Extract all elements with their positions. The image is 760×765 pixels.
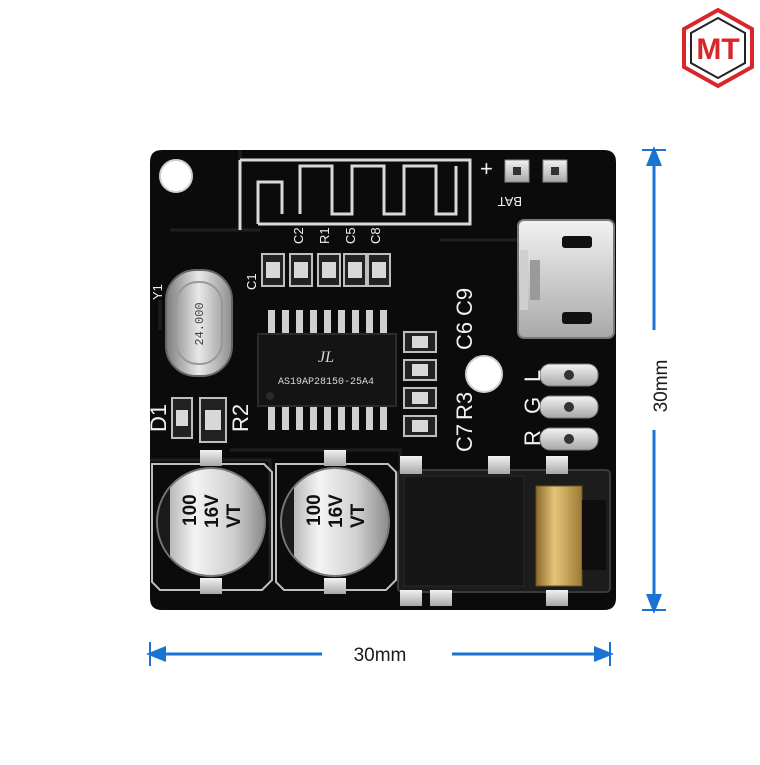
mounting-hole-top-left (159, 159, 193, 193)
electrolytic-capacitor-2: 100 16V VT (275, 450, 397, 594)
pcb-board: + BAT C2 R1 C5 C8 C (146, 150, 616, 610)
label-y1: Y1 (150, 284, 165, 300)
audio-jack (397, 456, 611, 606)
height-label: 30mm (651, 360, 672, 413)
channel-label-l: L (520, 370, 545, 382)
mounting-hole-center (465, 355, 503, 393)
logo-letters: MT (696, 33, 739, 66)
crystal-marking: 24.000 (193, 302, 207, 345)
label-c8: C8 (368, 227, 383, 244)
cap1-brand: VT (224, 503, 245, 528)
label-c5: C5 (343, 227, 358, 244)
antenna-trace (240, 158, 472, 226)
side-smd-components (403, 331, 437, 437)
electrolytic-capacitor-1: 100 16V VT (151, 450, 273, 594)
label-c1: C1 (244, 273, 259, 290)
label-c9: C9 (452, 288, 477, 316)
cap2-value: 100 (304, 494, 325, 526)
chip-logo: JL (318, 349, 334, 366)
cap2-voltage: 16V (326, 494, 347, 528)
label-d1: D1 (146, 404, 171, 432)
smd-capacitors-row (261, 253, 391, 287)
chip-marking: AS19AP28150-25A4 (278, 377, 374, 388)
label-c6: C6 (452, 322, 477, 350)
label-r1: R1 (317, 227, 332, 244)
crystal-oscillator: 24.000 (165, 269, 233, 377)
battery-label: BAT (498, 194, 522, 209)
cap2-brand: VT (348, 503, 369, 528)
channel-label-g: G (520, 397, 545, 414)
label-r2: R2 (228, 404, 253, 432)
brand-logo: MT (682, 7, 754, 89)
plus-label: + (480, 156, 493, 181)
main-chip: JL AS19AP28150-25A4 (257, 310, 397, 430)
label-c2: C2 (291, 227, 306, 244)
width-dimension: 30mm (146, 642, 614, 666)
audio-channel-pads (539, 363, 599, 451)
resistor-r2 (199, 397, 227, 443)
channel-label-r: R (520, 430, 545, 446)
cap1-value: 100 (180, 494, 201, 526)
label-c7: C7 (452, 424, 477, 452)
label-r3: R3 (452, 392, 477, 420)
height-dimension: 30mm (642, 146, 672, 614)
micro-usb-port (517, 219, 615, 339)
cap1-voltage: 16V (202, 494, 223, 528)
width-label: 30mm (354, 645, 407, 666)
